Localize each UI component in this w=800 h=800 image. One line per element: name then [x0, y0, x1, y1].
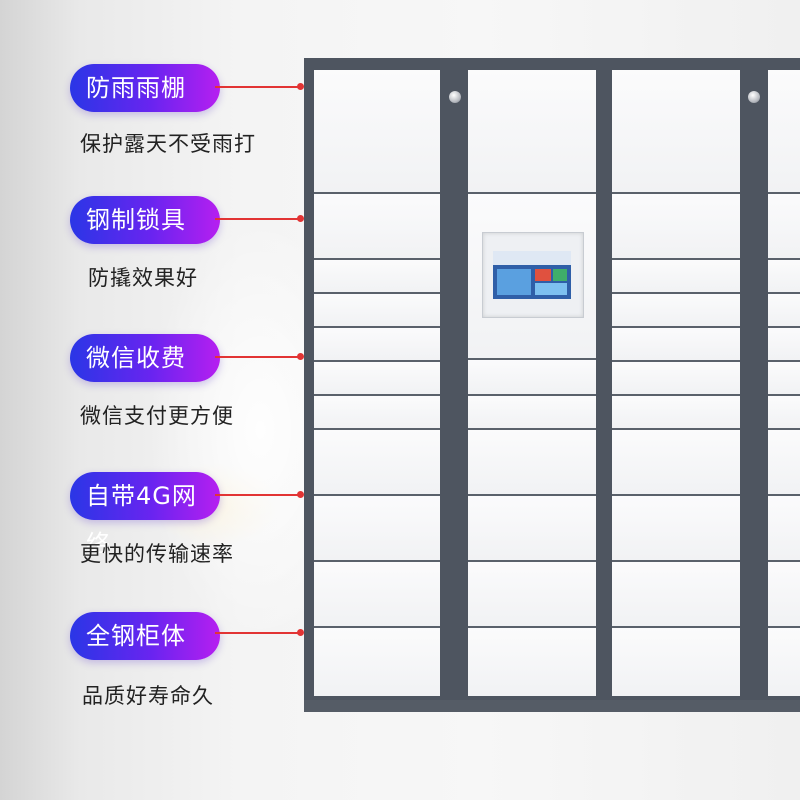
- locker-door: [314, 328, 440, 362]
- locker-door: [612, 260, 740, 294]
- connector-dot: [297, 215, 304, 222]
- locker-door: [468, 396, 596, 430]
- lock-knob-icon: [748, 91, 760, 103]
- touchscreen-icon: [493, 251, 571, 299]
- feature-subtitle: 保护露天不受雨打: [80, 132, 256, 156]
- locker-column: [468, 70, 596, 696]
- feature-pill-all-steel: 全钢柜体: [70, 612, 220, 660]
- locker-door: [612, 362, 740, 396]
- locker-door: [314, 396, 440, 430]
- locker-door: [768, 396, 800, 430]
- feature-subtitle: 防撬效果好: [88, 266, 198, 290]
- locker-door: [468, 628, 596, 696]
- locker-door: [314, 362, 440, 396]
- locker-door: [768, 294, 800, 328]
- locker-door: [468, 360, 596, 396]
- connector-dot: [297, 83, 304, 90]
- locker-door: [314, 430, 440, 496]
- connector-dot: [297, 353, 304, 360]
- locker-door: [612, 328, 740, 362]
- feature-pill-4g-network: 自带4G网络: [70, 472, 220, 558]
- connector-line: [215, 86, 300, 88]
- connector-line: [215, 218, 300, 220]
- locker-door: [612, 628, 740, 696]
- locker-column: [314, 70, 440, 696]
- locker-door: [468, 496, 596, 562]
- feature-pill-wechat-pay: 微信收费: [70, 334, 220, 382]
- connector-line: [215, 632, 300, 634]
- feature-subtitle: 微信支付更方便: [80, 404, 234, 428]
- locker-door: [768, 430, 800, 496]
- connector-line: [215, 356, 300, 358]
- locker-door: [468, 70, 596, 194]
- locker-column: [768, 70, 800, 696]
- feature-pill-rain-canopy: 防雨雨棚: [70, 64, 220, 112]
- connector-dot: [297, 629, 304, 636]
- locker-door: [314, 194, 440, 260]
- locker-door: [768, 496, 800, 562]
- locker-door: [314, 628, 440, 696]
- locker-door: [314, 562, 440, 628]
- locker-door: [612, 294, 740, 328]
- touchscreen-frame: [482, 232, 584, 318]
- locker-door: [612, 194, 740, 260]
- feature-subtitle: 品质好寿命久: [82, 684, 214, 708]
- locker-column: [612, 70, 740, 696]
- connector-line: [215, 494, 300, 496]
- locker-door: [612, 496, 740, 562]
- locker-door: [314, 260, 440, 294]
- connector-dot: [297, 491, 304, 498]
- locker-door: [612, 70, 740, 194]
- locker-door: [768, 70, 800, 194]
- locker-door: [768, 328, 800, 362]
- locker-door: [768, 562, 800, 628]
- locker-door: [768, 362, 800, 396]
- locker-door: [768, 194, 800, 260]
- feature-pill-steel-lock: 钢制锁具: [70, 196, 220, 244]
- locker-door: [314, 294, 440, 328]
- locker-door: [314, 496, 440, 562]
- lock-knob-icon: [449, 91, 461, 103]
- locker-door: [314, 70, 440, 194]
- feature-subtitle: 更快的传输速率: [80, 542, 234, 566]
- locker-door: [612, 562, 740, 628]
- locker-door: [768, 628, 800, 696]
- locker-door: [612, 430, 740, 496]
- cabinet-base: [304, 700, 800, 712]
- locker-door: [612, 396, 740, 430]
- locker-door: [468, 430, 596, 496]
- locker-door: [768, 260, 800, 294]
- locker-door: [468, 562, 596, 628]
